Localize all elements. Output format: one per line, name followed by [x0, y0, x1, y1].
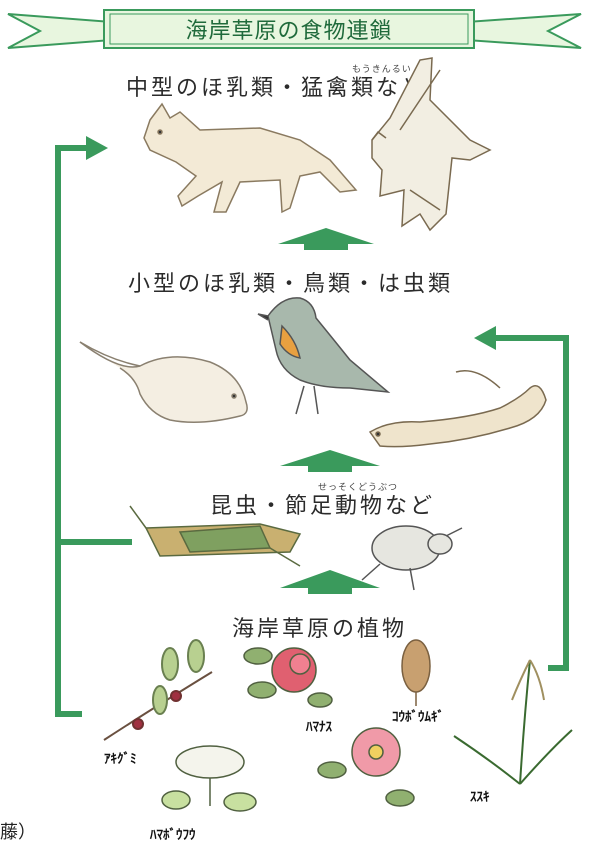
hamabofu-illustration: [161, 745, 257, 812]
lizard-illustration: [368, 370, 547, 448]
hamanasu-illustration: [243, 647, 415, 807]
kougoumugi-label: ｺｳﾎﾞｳﾑｷﾞ: [392, 710, 444, 725]
susuki-illustration: [453, 659, 573, 785]
beetle-illustration: [361, 525, 463, 591]
hamabofu-label: ﾊﾏﾎﾞｳﾌｳ: [150, 828, 196, 843]
left-loop-arrow: [55, 145, 88, 717]
top-level-label: 中型のほ乳類・猛禽類など: [126, 76, 427, 101]
hamanasu-label: ﾊﾏﾅｽ: [306, 720, 332, 735]
banner-ribbon-left: [7, 13, 113, 49]
diagram-title: 海岸草原の食物連鎖: [185, 19, 393, 44]
up-arrow-middle-to-top: [278, 228, 374, 250]
middle-level-label: 小型のほ乳類・鳥類・は虫類: [128, 272, 454, 297]
top-level-ruby: もうきんるい: [352, 65, 412, 75]
mouse-illustration: [79, 341, 248, 423]
grasshopper-illustration: [129, 505, 302, 567]
title-banner: [7, 9, 582, 49]
right-loop-arrowhead: [474, 326, 496, 350]
bird-illustration: [257, 297, 391, 415]
banner-ribbon-right: [465, 13, 582, 49]
kougoumugi-illustration: [401, 639, 431, 706]
banner-box: [103, 9, 475, 49]
up-arrow-insects-to-middle: [280, 450, 380, 472]
akigumi-illustration: [103, 639, 213, 741]
insect-level-label: 昆虫・節足動物など: [210, 494, 436, 519]
akigumi-label: ｱｷｸﾞﾐ: [104, 752, 137, 767]
hawk-illustration: [371, 57, 492, 232]
insect-level-ruby: せっそくどうぶつ: [318, 483, 399, 493]
credit-text: 藤）: [0, 822, 36, 843]
left-loop-arrowhead: [86, 136, 108, 160]
susuki-label: ｽｽｷ: [470, 790, 490, 805]
right-loop-arrow: [494, 335, 569, 671]
fox-illustration: [143, 102, 358, 214]
up-arrow-plants-to-insects: [280, 570, 380, 594]
plant-level-label: 海岸草原の植物: [232, 617, 408, 642]
